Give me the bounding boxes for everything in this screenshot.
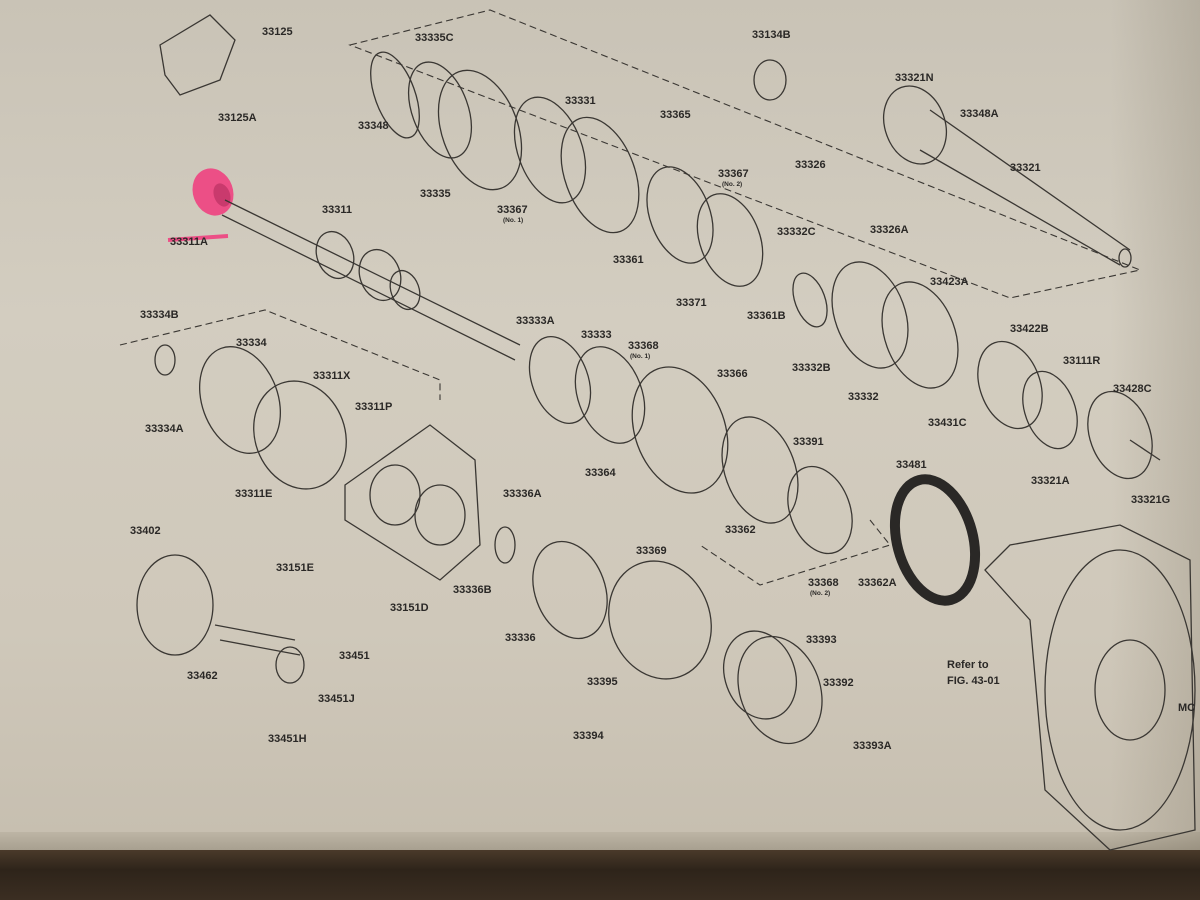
label-33361B: 33361B xyxy=(747,310,786,322)
label-33321: 33321 xyxy=(1010,162,1041,174)
label-33332C: 33332C xyxy=(777,226,816,238)
label-33365: 33365 xyxy=(660,109,691,121)
label-33151E: 33151E xyxy=(276,562,314,574)
label-33392: 33392 xyxy=(823,677,854,689)
label-33451J: 33451J xyxy=(318,693,355,705)
label-33321G: 33321G xyxy=(1131,494,1170,506)
label-33451H: 33451H xyxy=(268,733,307,745)
mid-gear-stack xyxy=(154,335,981,606)
label-33393A: 33393A xyxy=(853,740,892,752)
label-33368-no2-sub: (No. 2) xyxy=(810,590,830,597)
label-33348: 33348 xyxy=(358,120,389,132)
label-33326A: 33326A xyxy=(870,224,909,236)
label-33311P: 33311P xyxy=(355,401,392,413)
label-33336B: 33336B xyxy=(453,584,492,596)
bracket-33125 xyxy=(159,14,236,96)
output-shaft-drawing xyxy=(883,85,1132,268)
label-33333A: 33333A xyxy=(516,315,555,327)
label-33334: 33334 xyxy=(236,337,267,349)
refer-note-line2: FIG. 43-01 xyxy=(947,675,1000,687)
part-labels: 33125 33125A 33348 33335C 33335 33331 33… xyxy=(130,26,1195,752)
label-33367-no1: 33367 xyxy=(497,204,528,216)
label-33393: 33393 xyxy=(806,634,837,646)
label-33321A: 33321A xyxy=(1031,475,1070,487)
label-33336A: 33336A xyxy=(503,488,542,500)
label-33451: 33451 xyxy=(339,650,370,662)
top-gear-stack xyxy=(370,51,787,287)
group-outline-counter xyxy=(699,519,891,586)
label-33428C: 33428C xyxy=(1113,383,1152,395)
label-33125A: 33125A xyxy=(218,112,257,124)
label-33423A: 33423A xyxy=(930,276,969,288)
label-33332: 33332 xyxy=(848,391,879,403)
label-33335C: 33335C xyxy=(415,32,454,44)
label-33395: 33395 xyxy=(587,676,618,688)
counter-gear-stack xyxy=(792,261,1161,480)
label-33151D: 33151D xyxy=(390,602,429,614)
refer-note-line1: Refer to xyxy=(947,659,989,671)
label-33311E: 33311E xyxy=(235,488,272,500)
label-33326: 33326 xyxy=(795,159,826,171)
label-33367-no2: 33367 xyxy=(718,168,749,180)
table-surface xyxy=(0,850,1200,900)
label-33481: 33481 xyxy=(896,459,927,471)
label-33335: 33335 xyxy=(420,188,451,200)
label-33361: 33361 xyxy=(613,254,644,266)
label-33431C: 33431C xyxy=(928,417,967,429)
label-33311X: 33311X xyxy=(313,370,351,382)
label-33366: 33366 xyxy=(717,368,748,380)
label-33368-no1: 33368 xyxy=(628,340,659,352)
label-33391: 33391 xyxy=(793,436,824,448)
input-shaft-drawing xyxy=(221,199,521,361)
label-33334A: 33334A xyxy=(145,423,184,435)
label-33311: 33311 xyxy=(322,204,352,216)
label-33367-no1-sub: (No. 1) xyxy=(503,217,523,224)
label-33364: 33364 xyxy=(585,467,616,479)
group-outline-top xyxy=(348,9,1142,299)
label-33402: 33402 xyxy=(130,525,161,537)
label-33394: 33394 xyxy=(573,730,604,742)
group-outline-mid xyxy=(119,309,441,400)
label-33369: 33369 xyxy=(636,545,667,557)
label-33111R: 33111R xyxy=(1063,355,1100,367)
highlighted-part-33311A[interactable] xyxy=(167,163,240,242)
transfer-housing-drawing xyxy=(984,524,1196,851)
label-33368-no2: 33368 xyxy=(808,577,839,589)
label-33422B: 33422B xyxy=(1010,323,1049,335)
label-33368-no1-sub: (No. 1) xyxy=(630,353,650,360)
label-33311A[interactable]: 33311A xyxy=(170,236,208,248)
label-33134B: 33134B xyxy=(752,29,791,41)
label-33333: 33333 xyxy=(581,329,612,341)
page-edge xyxy=(0,832,1200,854)
label-33332B: 33332B xyxy=(792,362,831,374)
label-33371: 33371 xyxy=(676,297,707,309)
reverse-gear-stack xyxy=(136,526,823,745)
label-33125: 33125 xyxy=(262,26,293,38)
label-33362A: 33362A xyxy=(858,577,897,589)
corner-mark: MC xyxy=(1178,702,1195,714)
label-33362: 33362 xyxy=(725,524,756,536)
label-33331: 33331 xyxy=(565,95,596,107)
label-33321N: 33321N xyxy=(895,72,934,84)
label-33367-no2-sub: (No. 2) xyxy=(722,181,742,188)
label-33348A: 33348A xyxy=(960,108,999,120)
label-33336: 33336 xyxy=(505,632,536,644)
label-33334B: 33334B xyxy=(140,309,179,321)
label-33462: 33462 xyxy=(187,670,218,682)
page-shadow xyxy=(1110,0,1200,850)
